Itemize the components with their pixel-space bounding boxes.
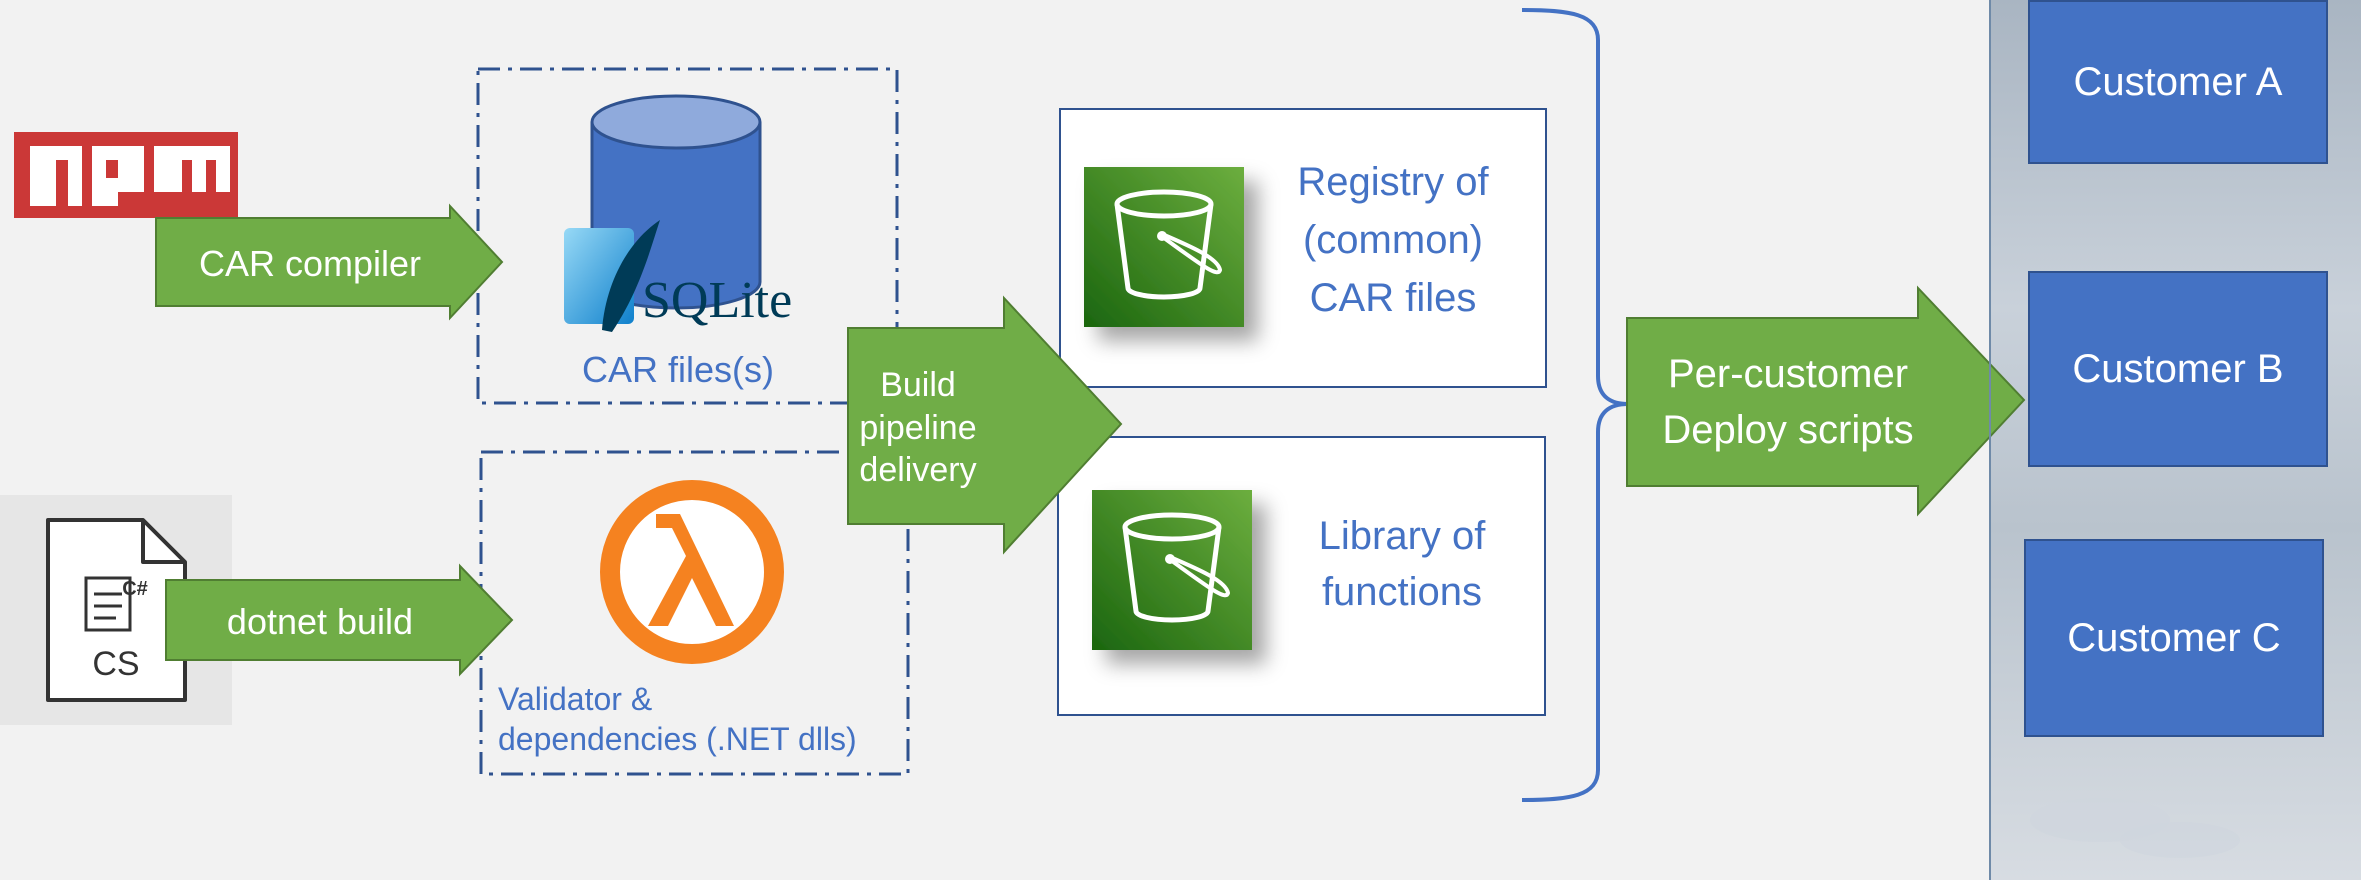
registry-line-1: Registry of xyxy=(1297,160,1489,204)
deploy-line-2: Deploy scripts xyxy=(1662,408,1914,452)
dotnet-build-label: dotnet build xyxy=(226,600,414,642)
npm-logo xyxy=(14,132,238,218)
car-compiler-label: CAR compiler xyxy=(198,242,422,284)
validator-line-2: dependencies (.NET dlls) xyxy=(498,721,857,757)
s3-bucket-icon-library xyxy=(1092,490,1252,650)
build-pipeline-line-1: Build xyxy=(880,366,956,405)
build-pipeline-line-3: delivery xyxy=(859,451,977,490)
car-files-label: CAR files(s) xyxy=(581,348,774,390)
library-label: Library of functions xyxy=(1270,504,1534,624)
validator-label: Validator & dependencies (.NET dlls) xyxy=(498,672,898,766)
library-line-1: Library of xyxy=(1318,514,1486,558)
customer-c-box: Customer C xyxy=(2024,539,2324,737)
sqlite-feather-icon xyxy=(564,220,660,332)
dotnet-build-arrow xyxy=(165,563,514,677)
build-pipeline-line-2: pipeline xyxy=(859,408,977,447)
sqlite-wordmark: SQLite xyxy=(642,271,793,329)
validator-group-border xyxy=(479,450,910,776)
lambda-icon xyxy=(600,480,784,664)
registry-label: Registry of (common) CAR files xyxy=(1262,150,1524,330)
csharp-tag-label: C# xyxy=(122,577,148,600)
deploy-label: Per-customer Deploy scripts xyxy=(1628,340,1948,464)
customer-a-box: Customer A xyxy=(2028,0,2328,164)
registry-line-2: (common) xyxy=(1302,218,1484,262)
car-compiler-arrow xyxy=(155,203,504,321)
library-line-2: functions xyxy=(1321,570,1483,614)
csharp-ext-label: CS xyxy=(92,644,140,683)
registry-line-3: CAR files xyxy=(1309,276,1477,320)
build-pipeline-label: Build pipeline delivery xyxy=(848,348,988,508)
customer-b-box: Customer B xyxy=(2028,271,2328,467)
deploy-arrow xyxy=(1626,285,2026,517)
build-pipeline-arrow xyxy=(847,295,1123,555)
validator-line-1: Validator & xyxy=(498,681,653,717)
s3-bucket-icon-registry xyxy=(1084,167,1244,327)
deploy-line-1: Per-customer xyxy=(1667,352,1909,396)
